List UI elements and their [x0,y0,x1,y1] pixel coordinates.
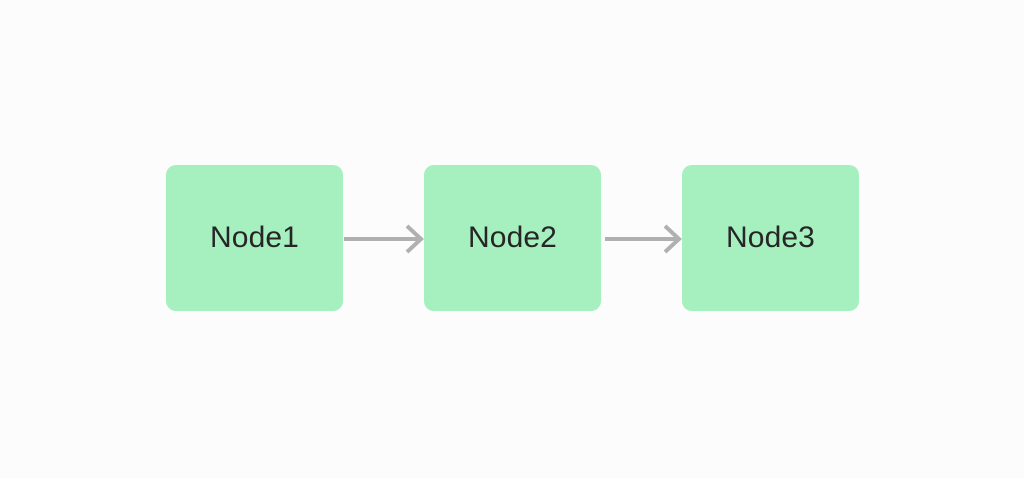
node-label: Node2 [468,221,557,254]
node-node2[interactable]: Node2 [424,165,601,311]
arrowhead-icon [663,224,682,254]
node-label: Node1 [210,221,299,254]
edge-node1-node2[interactable] [344,224,424,254]
node-node1[interactable]: Node1 [166,165,343,311]
node-label: Node3 [726,221,815,254]
node-node3[interactable]: Node3 [682,165,859,311]
arrowhead-icon [405,224,424,254]
edge-node2-node3[interactable] [605,224,682,254]
